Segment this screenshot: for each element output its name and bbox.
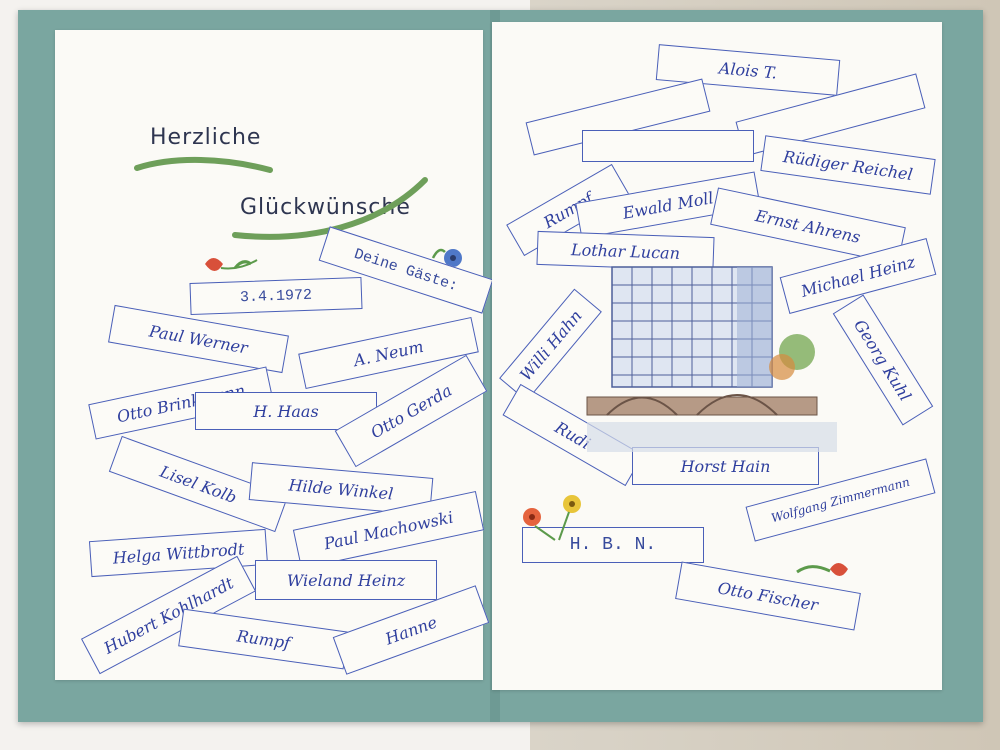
greeting-line-1: Herzliche (150, 125, 262, 150)
signature-strip: Georg Kuhl (832, 294, 934, 426)
blue-flower-drawing (431, 248, 462, 267)
signature-strip: Rumpf (178, 608, 349, 670)
green-brush-stroke-2 (232, 177, 428, 240)
flower-bouquet-drawing (523, 495, 581, 541)
red-tulip-right-drawing (796, 563, 848, 576)
signature-strip: H. B. N. (522, 527, 704, 563)
signature-strip: Horst Hain (632, 447, 819, 485)
date-strip: 3.4.1972 (189, 277, 363, 315)
building-bridge-illustration (586, 266, 837, 452)
decorated-strip (582, 130, 754, 162)
left-card-page: Herzliche Glückwünsche 3.4.1972 Deine Gä… (55, 30, 494, 680)
signature-strip: Rüdiger Reichel (760, 135, 936, 195)
green-brush-stroke-1 (134, 157, 273, 173)
greeting-line-2: Glückwünsche (240, 195, 411, 220)
right-card-page: Alois T. Rüdiger Reichel Rumpf Ewald Mol… (492, 22, 942, 690)
signature-strip: Paul Werner (108, 304, 289, 374)
signature-strip: Wieland Heinz (255, 560, 437, 600)
red-tulip-drawing (205, 258, 258, 271)
